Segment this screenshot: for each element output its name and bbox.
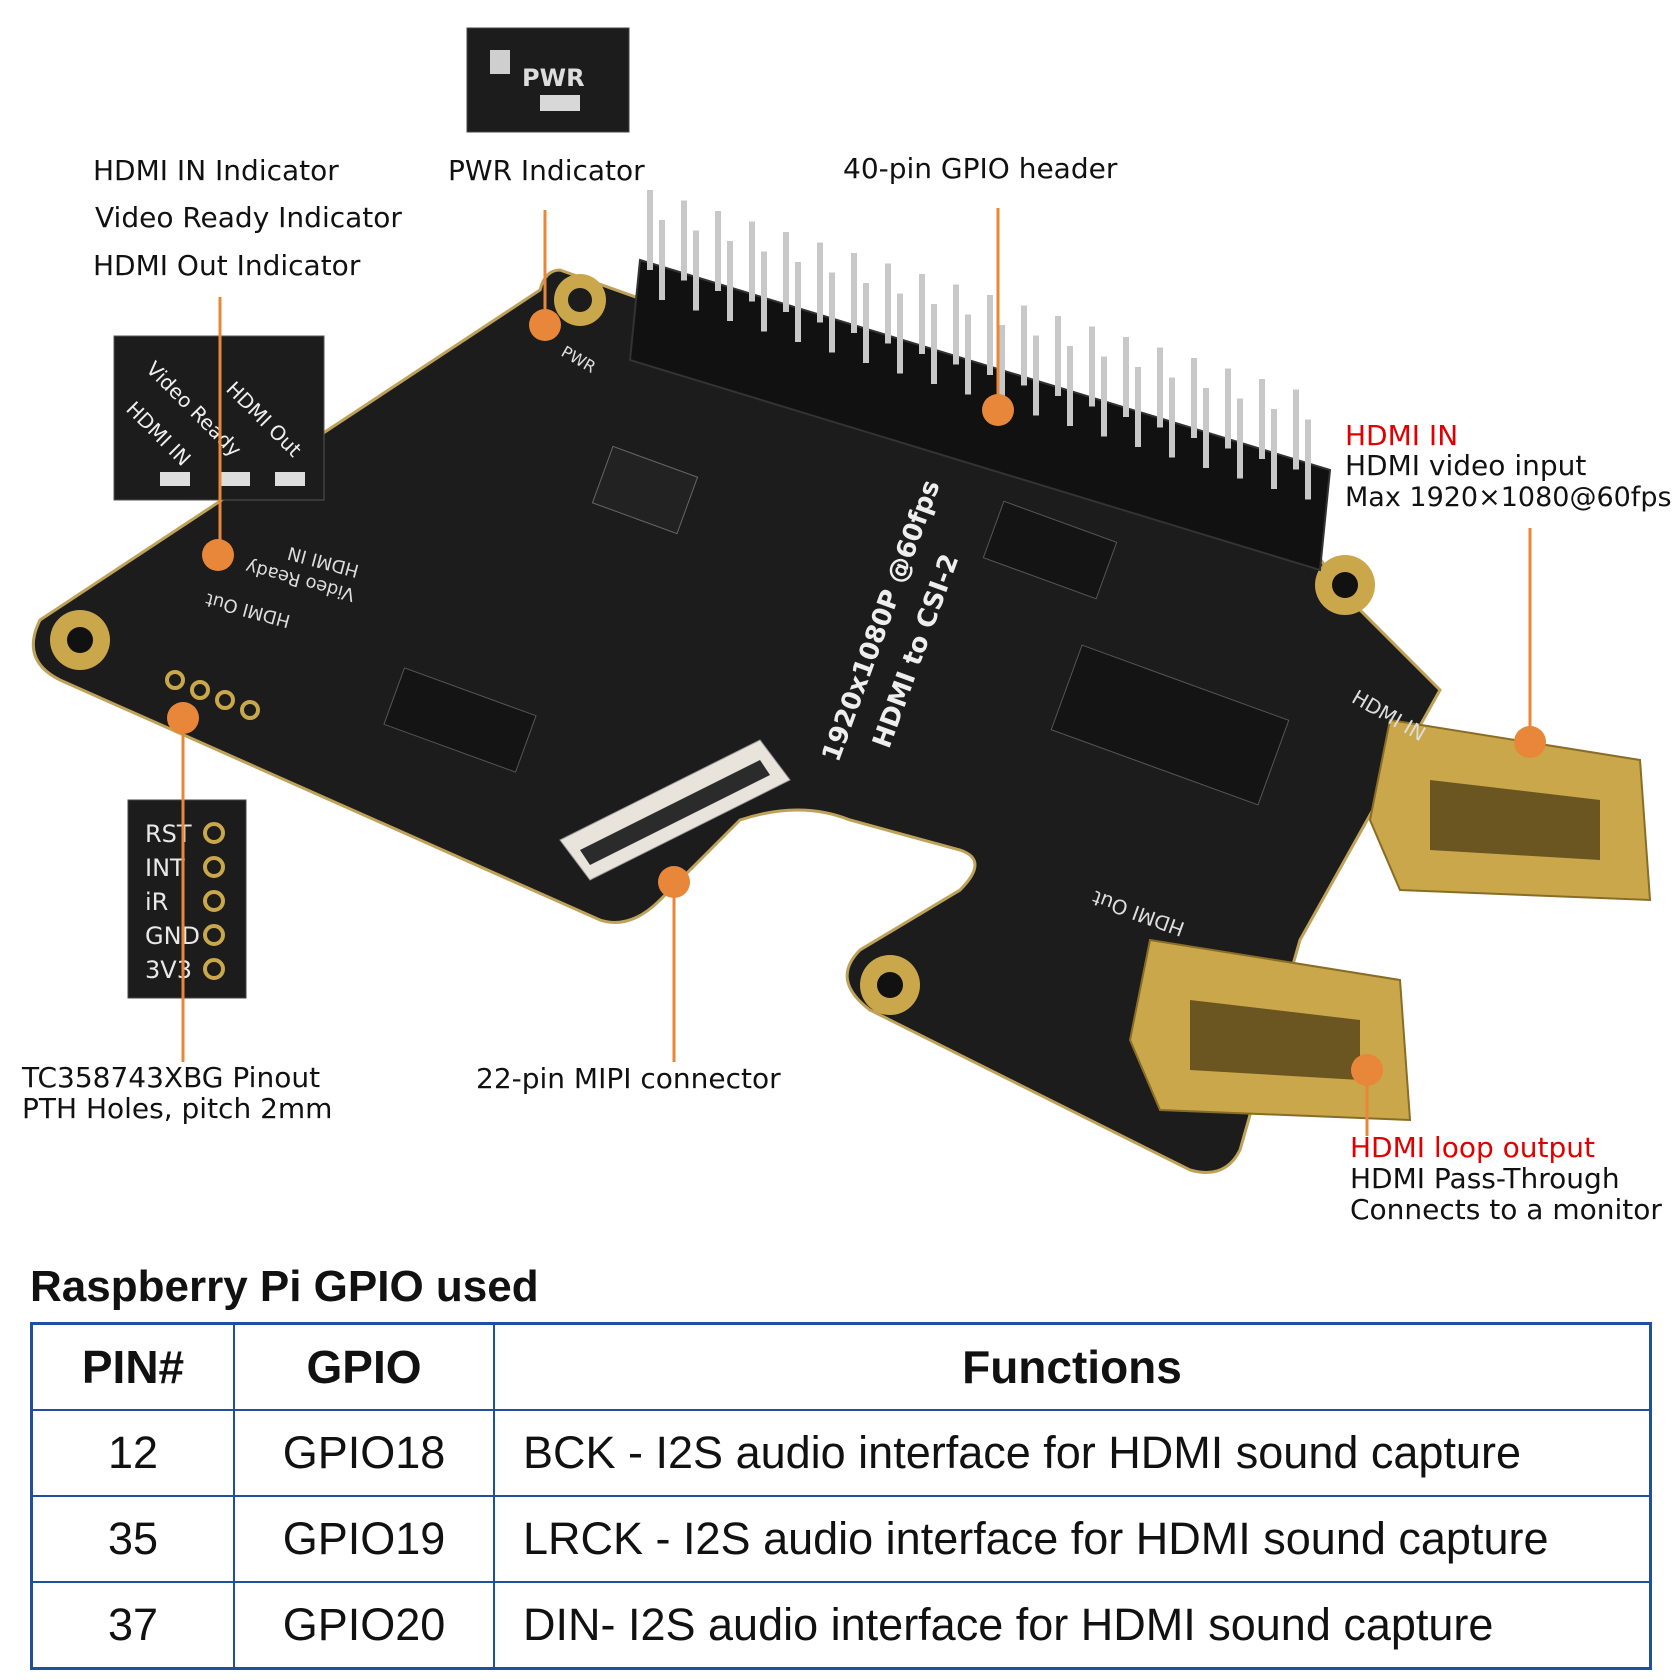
pin-inset-hole	[203, 924, 225, 946]
pwr-inset-label: PWR	[522, 64, 585, 92]
callout-gpio-header: 40-pin GPIO header	[843, 152, 1118, 185]
leader-lines	[181, 208, 1532, 1136]
pin-inset-label: INT	[145, 854, 185, 882]
dot-pinout	[167, 702, 199, 734]
callout-hdmi-out-indicator: HDMI Out Indicator	[93, 249, 361, 282]
callout-pinout-line1: TC358743XBG Pinout	[22, 1061, 321, 1094]
header-gpio: GPIO	[233, 1322, 495, 1411]
dot-gpio	[982, 394, 1014, 426]
hdmi-in-port	[1368, 718, 1652, 902]
board-pth-holes	[165, 670, 260, 720]
callout-mipi: 22-pin MIPI connector	[476, 1062, 781, 1095]
callout-dots	[167, 309, 1546, 1086]
callout-hdmi-in-line2: Max 1920×1080@60fps	[1345, 482, 1672, 513]
chips	[383, 445, 1290, 806]
dot-indicators	[202, 539, 234, 571]
table-row: 37 GPIO20 DIN- I2S audio interface for H…	[30, 1581, 1652, 1670]
cell-pin: 35	[30, 1495, 235, 1583]
gpio-header	[628, 190, 1332, 572]
cell-pin: 37	[30, 1581, 235, 1670]
callout-hdmi-in-indicator: HDMI IN Indicator	[93, 154, 339, 187]
dot-hdmi-out	[1351, 1054, 1383, 1086]
hdmi-out-port	[1128, 938, 1412, 1122]
pin-inset-hole	[203, 856, 225, 878]
callout-pinout-line2: PTH Holes, pitch 2mm	[22, 1092, 333, 1125]
mipi-connector	[559, 739, 791, 881]
pin-inset-label: GND	[145, 922, 200, 950]
cell-gpio: GPIO18	[233, 1409, 495, 1497]
dot-pwr	[529, 309, 561, 341]
cell-function: BCK - I2S audio interface for HDMI sound…	[493, 1409, 1652, 1497]
callout-hdmi-loop-title: HDMI loop output	[1350, 1131, 1595, 1164]
board-diagram: PWR HDMI IN Video Ready HDMI Out HDMI to…	[31, 27, 1652, 1174]
header-functions: Functions	[493, 1322, 1652, 1411]
mounting-holes	[50, 274, 1375, 1015]
table-title: Raspberry Pi GPIO used	[30, 1262, 539, 1311]
dot-mipi	[658, 866, 690, 898]
pin-inset-label: RST	[145, 820, 192, 848]
callout-pwr-indicator: PWR Indicator	[448, 154, 645, 187]
table-header-row: PIN# GPIO Functions	[30, 1322, 1652, 1411]
table-row: 35 GPIO19 LRCK - I2S audio interface for…	[30, 1495, 1652, 1583]
cell-function: DIN- I2S audio interface for HDMI sound …	[493, 1581, 1652, 1670]
dot-hdmi-in	[1514, 726, 1546, 758]
callout-video-ready-indicator: Video Ready Indicator	[95, 201, 402, 234]
pin-inset-hole	[203, 890, 225, 912]
pin-inset-hole	[203, 958, 225, 980]
callout-hdmi-loop-line2: Connects to a monitor	[1350, 1193, 1662, 1226]
cell-gpio: GPIO19	[233, 1495, 495, 1583]
gpio-table: PIN# GPIO Functions 12 GPIO18 BCK - I2S …	[30, 1322, 1652, 1670]
pin-inset-label: 3V3	[145, 956, 192, 984]
table-row: 12 GPIO18 BCK - I2S audio interface for …	[30, 1409, 1652, 1497]
callout-hdmi-in-title: HDMI IN	[1345, 419, 1459, 452]
pin-inset: RST INT iR GND 3V3	[127, 799, 247, 999]
callout-hdmi-in-line1: HDMI video input	[1345, 449, 1587, 482]
cell-gpio: GPIO20	[233, 1581, 495, 1670]
callout-hdmi-loop-line1: HDMI Pass-Through	[1350, 1162, 1620, 1195]
pwr-inset: PWR	[466, 27, 630, 133]
cell-pin: 12	[30, 1409, 235, 1497]
pin-inset-label: iR	[145, 888, 168, 916]
header-pin: PIN#	[30, 1322, 235, 1411]
cell-function: LRCK - I2S audio interface for HDMI soun…	[493, 1495, 1652, 1583]
pin-inset-hole	[203, 822, 225, 844]
